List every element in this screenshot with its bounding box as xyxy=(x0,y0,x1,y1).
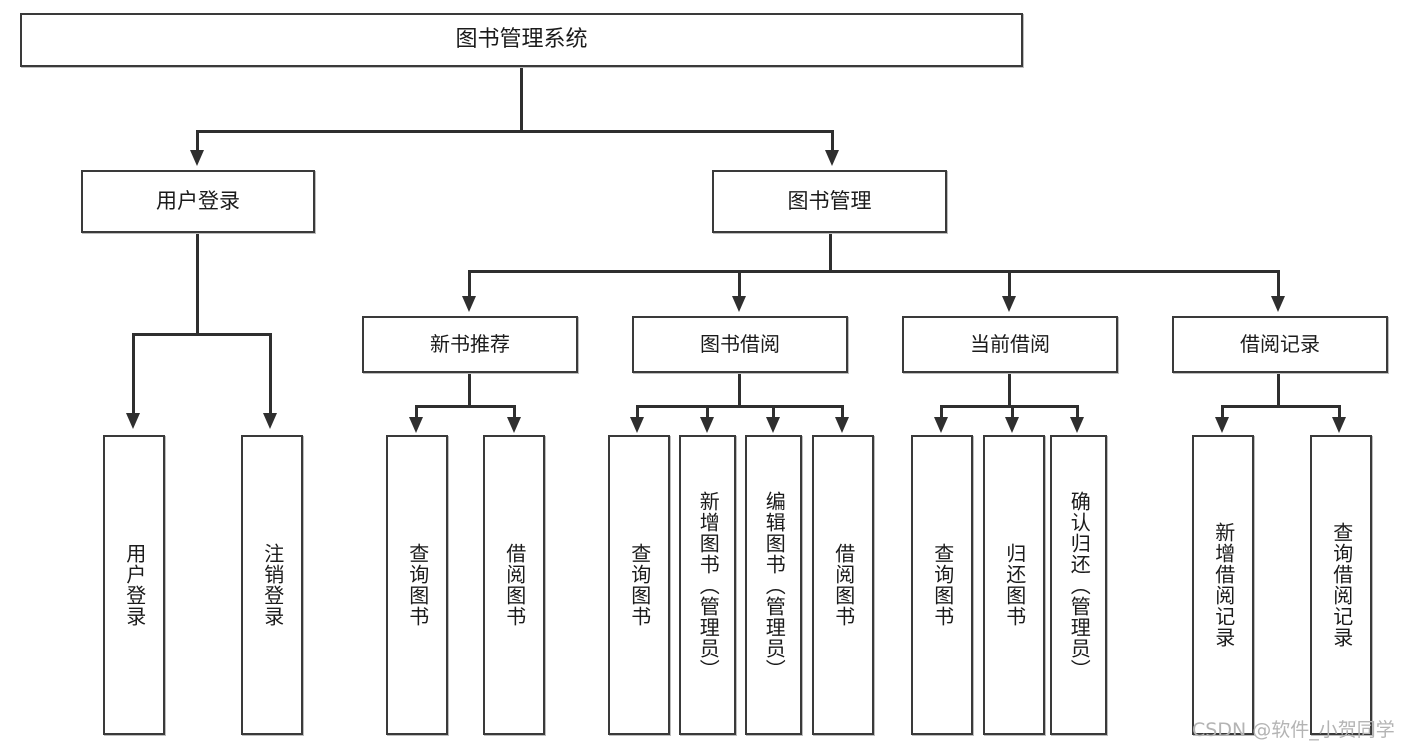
connector-drop-leaf-edit-book xyxy=(772,405,775,419)
node-leaf-return-book-label: 归还图书 xyxy=(1002,543,1027,627)
arrowhead-leaf-add-book xyxy=(700,417,714,433)
node-leaf-query-book-2-label: 查询图书 xyxy=(627,543,652,627)
node-leaf-query-borrow-record-label: 查询借阅记录 xyxy=(1329,522,1354,648)
arrowhead-leaf-user-login xyxy=(126,413,140,429)
connector-new-book-recommend-stem xyxy=(468,373,471,406)
node-leaf-query-book-2[interactable]: 查询图书 xyxy=(608,435,670,735)
connector-book-manage-bus xyxy=(468,270,1280,273)
arrowhead-leaf-borrow-book-2 xyxy=(835,417,849,433)
node-root[interactable]: 图书管理系统 xyxy=(20,13,1023,67)
connector-borrow-record-bus xyxy=(1221,405,1341,408)
node-new-book-recommend[interactable]: 新书推荐 xyxy=(362,316,578,373)
connector-drop-leaf-user-logout xyxy=(269,333,272,415)
connector-drop-current-borrow xyxy=(1008,270,1011,298)
connector-drop-leaf-query-borrow-record xyxy=(1338,405,1341,419)
node-leaf-add-book-label: 新增图书（管理员） xyxy=(696,490,721,680)
node-root-label: 图书管理系统 xyxy=(455,27,588,53)
connector-user-login-bus xyxy=(132,333,269,336)
node-borrow-record-label: 借阅记录 xyxy=(1240,332,1320,356)
connector-drop-leaf-add-borrow-record xyxy=(1221,405,1224,419)
arrowhead-leaf-user-logout xyxy=(263,413,277,429)
connector-drop-leaf-return-book xyxy=(1011,405,1014,419)
node-leaf-borrow-book-1-label: 借阅图书 xyxy=(502,543,527,627)
connector-borrow-record-stem xyxy=(1277,373,1280,406)
arrowhead-current-borrow xyxy=(1002,296,1016,312)
node-leaf-user-logout[interactable]: 注销登录 xyxy=(241,435,303,735)
node-leaf-user-login-label: 用户登录 xyxy=(122,543,147,627)
node-leaf-borrow-book-2[interactable]: 借阅图书 xyxy=(812,435,874,735)
connector-user-login-stem xyxy=(196,233,199,334)
connector-book-borrow-stem xyxy=(738,373,741,406)
arrowhead-book-manage xyxy=(825,150,839,166)
node-book-manage[interactable]: 图书管理 xyxy=(712,170,947,233)
node-leaf-query-book-1-label: 查询图书 xyxy=(405,543,430,627)
arrowhead-user-login xyxy=(190,150,204,166)
node-book-borrow[interactable]: 图书借阅 xyxy=(632,316,848,373)
connector-root-bus xyxy=(196,130,833,133)
arrowhead-leaf-add-borrow-record xyxy=(1215,417,1229,433)
arrowhead-leaf-confirm-return xyxy=(1070,417,1084,433)
arrowhead-new-book-recommend xyxy=(462,296,476,312)
node-book-manage-label: 图书管理 xyxy=(787,189,872,214)
node-new-book-recommend-label: 新书推荐 xyxy=(430,332,510,356)
connector-drop-leaf-query-book-2 xyxy=(636,405,639,419)
connector-new-book-recommend-bus xyxy=(415,405,516,408)
node-leaf-query-book-1[interactable]: 查询图书 xyxy=(386,435,448,735)
node-user-login[interactable]: 用户登录 xyxy=(81,170,315,233)
connector-drop-leaf-user-login xyxy=(132,333,135,415)
node-leaf-add-borrow-record-label: 新增借阅记录 xyxy=(1211,522,1236,648)
connector-root-stem xyxy=(520,67,523,130)
node-borrow-record[interactable]: 借阅记录 xyxy=(1172,316,1388,373)
watermark: CSDN @软件_小贺同学 xyxy=(1192,719,1395,741)
node-leaf-add-book[interactable]: 新增图书（管理员） xyxy=(679,435,736,735)
connector-drop-leaf-borrow-book-1 xyxy=(513,405,516,419)
connector-drop-book-borrow xyxy=(738,270,741,298)
connector-drop-leaf-borrow-book-2 xyxy=(841,405,844,419)
connector-drop-borrow-record xyxy=(1277,270,1280,298)
connector-current-borrow-stem xyxy=(1008,373,1011,406)
node-leaf-borrow-book-2-label: 借阅图书 xyxy=(831,543,856,627)
arrowhead-leaf-query-borrow-record xyxy=(1332,417,1346,433)
connector-book-manage-stem xyxy=(829,233,832,271)
arrowhead-leaf-query-book-2 xyxy=(630,417,644,433)
connector-current-borrow-bus xyxy=(940,405,1079,408)
node-current-borrow[interactable]: 当前借阅 xyxy=(902,316,1118,373)
arrowhead-borrow-record xyxy=(1271,296,1285,312)
connector-root-drop-book-manage xyxy=(831,130,834,152)
connector-root-drop-user-login xyxy=(196,130,199,152)
arrowhead-leaf-return-book xyxy=(1005,417,1019,433)
node-leaf-add-borrow-record[interactable]: 新增借阅记录 xyxy=(1192,435,1254,735)
connector-drop-new-book-recommend xyxy=(468,270,471,298)
connector-book-borrow-bus xyxy=(636,405,843,408)
node-book-borrow-label: 图书借阅 xyxy=(700,332,780,356)
node-leaf-confirm-return-label: 确认归还（管理员） xyxy=(1067,490,1092,680)
arrowhead-leaf-query-book-1 xyxy=(409,417,423,433)
node-leaf-query-borrow-record[interactable]: 查询借阅记录 xyxy=(1310,435,1372,735)
arrowhead-leaf-query-book-3 xyxy=(934,417,948,433)
connector-drop-leaf-query-book-3 xyxy=(940,405,943,419)
node-leaf-user-login[interactable]: 用户登录 xyxy=(103,435,165,735)
node-user-login-label: 用户登录 xyxy=(156,189,240,214)
node-leaf-borrow-book-1[interactable]: 借阅图书 xyxy=(483,435,545,735)
node-current-borrow-label: 当前借阅 xyxy=(970,332,1050,356)
node-leaf-edit-book-label: 编辑图书（管理员） xyxy=(762,490,787,680)
node-leaf-edit-book[interactable]: 编辑图书（管理员） xyxy=(745,435,802,735)
node-leaf-confirm-return[interactable]: 确认归还（管理员） xyxy=(1050,435,1107,735)
node-leaf-query-book-3-label: 查询图书 xyxy=(930,543,955,627)
node-leaf-user-logout-label: 注销登录 xyxy=(260,543,285,627)
node-leaf-return-book[interactable]: 归还图书 xyxy=(983,435,1045,735)
arrowhead-leaf-edit-book xyxy=(766,417,780,433)
arrowhead-book-borrow xyxy=(732,296,746,312)
connector-drop-leaf-add-book xyxy=(706,405,709,419)
node-leaf-query-book-3[interactable]: 查询图书 xyxy=(911,435,973,735)
arrowhead-leaf-borrow-book-1 xyxy=(507,417,521,433)
connector-drop-leaf-confirm-return xyxy=(1076,405,1079,419)
connector-drop-leaf-query-book-1 xyxy=(415,405,418,419)
